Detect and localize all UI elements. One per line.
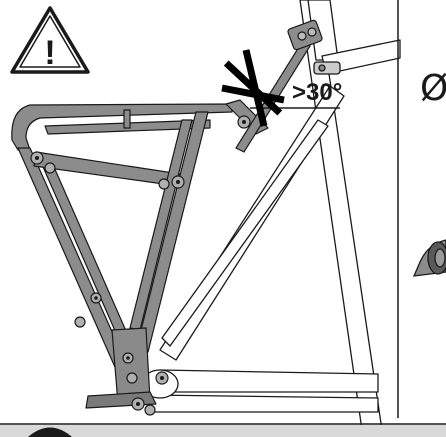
rack-foot (85, 391, 157, 409)
seat-clamp (313, 61, 341, 75)
angle-limit-label: >30° (292, 79, 342, 106)
bolt (74, 316, 86, 328)
bolt (144, 404, 156, 416)
bolt (126, 372, 138, 384)
rack-inner-strut (39, 157, 131, 343)
rack-end-detail (412, 239, 446, 277)
bolt (44, 162, 56, 174)
rack-slat (123, 109, 131, 129)
bicycle-frame (141, 0, 401, 431)
warning-triangle-icon (10, 6, 90, 74)
luggage-rack (11, 99, 269, 409)
bolts (30, 115, 251, 416)
bottom-bar (0, 425, 446, 437)
chain-stay-lower (149, 394, 379, 413)
warning-symbol: ! (44, 34, 55, 72)
chain-stay (157, 369, 379, 393)
diameter-symbol: Ø (420, 68, 446, 109)
rack-right-strut (135, 111, 209, 353)
rack-top-rail (11, 103, 233, 151)
seat-stay-rear (161, 119, 329, 347)
step-marker (28, 427, 72, 437)
bolt (158, 178, 170, 190)
